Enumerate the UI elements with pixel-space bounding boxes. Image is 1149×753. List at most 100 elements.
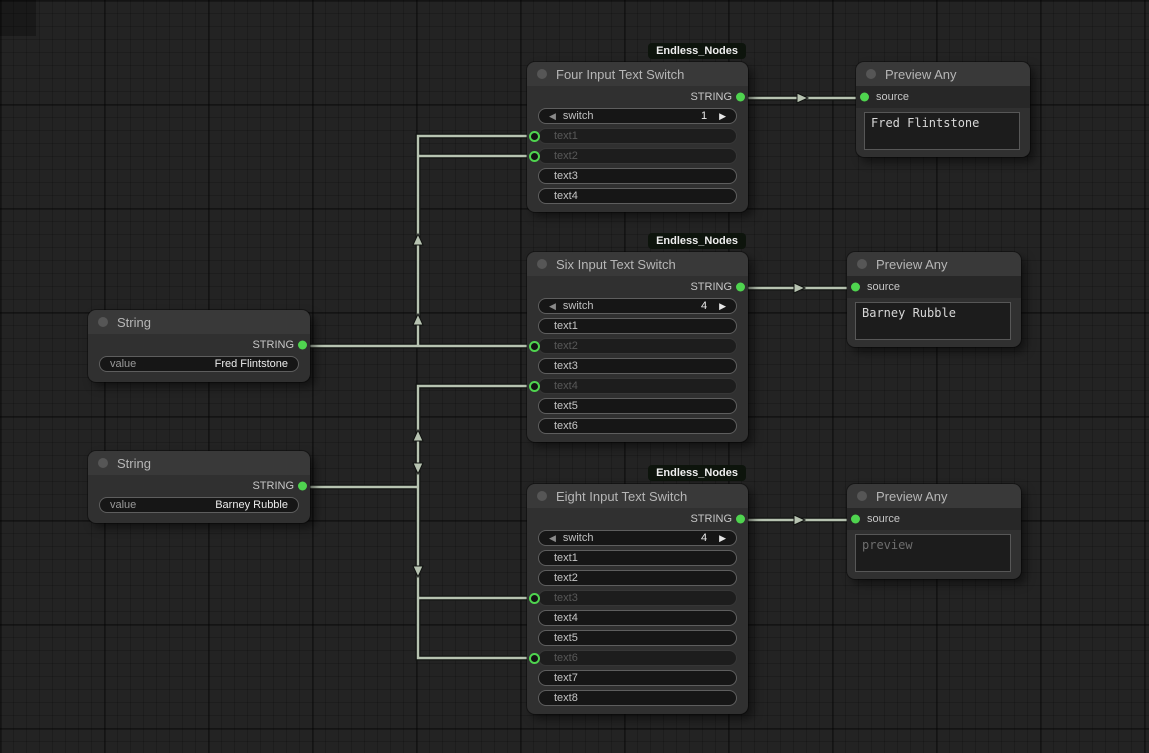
switch-widget[interactable]: ◀ switch 4 ▶	[538, 298, 737, 314]
node-title: Four Input Text Switch	[556, 66, 685, 82]
collapse-dot-icon[interactable]	[857, 259, 867, 269]
node-eight-input-text-switch[interactable]: Endless_Nodes Eight Input Text Switch ST…	[526, 465, 749, 715]
input-slot-dot-text1[interactable]	[529, 131, 540, 142]
input-text5[interactable]: text5	[538, 398, 737, 414]
collapse-dot-icon[interactable]	[98, 317, 108, 327]
collapse-dot-icon[interactable]	[537, 259, 547, 269]
input-text2[interactable]: text2	[538, 148, 737, 164]
input-text4[interactable]: text4	[538, 378, 737, 394]
node-preview-any-2[interactable]: Preview Any source Barney Rubble	[846, 251, 1022, 348]
node-category-badge: Endless_Nodes	[648, 233, 746, 249]
node-title-bar[interactable]: Preview Any	[847, 484, 1021, 508]
input-slot-dot-text2[interactable]	[529, 151, 540, 162]
node-preview-any-3[interactable]: Preview Any source preview	[846, 483, 1022, 580]
input-label: text1	[554, 552, 578, 564]
output-slot-dot[interactable]	[298, 340, 307, 350]
widget-value: Fred Flintstone	[214, 358, 288, 370]
wire-string1-to-four-text1	[416, 134, 534, 346]
node-title-bar[interactable]: String	[88, 310, 310, 334]
input-slot-label: source	[867, 281, 901, 293]
node-title-bar[interactable]: String	[88, 451, 310, 475]
output-slot-label: STRING	[252, 339, 294, 351]
input-text2[interactable]: text2	[538, 570, 737, 586]
input-slot-dot-text4[interactable]	[529, 381, 540, 392]
input-slot-dot-source[interactable]	[860, 92, 869, 102]
input-slot-dot-text3[interactable]	[529, 593, 540, 604]
input-text1[interactable]: text1	[538, 318, 737, 334]
input-label: text6	[554, 652, 578, 664]
node-category-badge: Endless_Nodes	[648, 43, 746, 59]
arrow-up-icon	[412, 428, 424, 442]
node-title-bar[interactable]: Preview Any	[856, 62, 1030, 86]
node-title-bar[interactable]: Four Input Text Switch	[527, 62, 748, 86]
collapse-dot-icon[interactable]	[537, 69, 547, 79]
input-slot-dot-text6[interactable]	[529, 653, 540, 664]
input-slot-dot-source[interactable]	[851, 282, 860, 292]
input-text4[interactable]: text4	[538, 610, 737, 626]
input-label: text2	[554, 340, 578, 352]
input-text8[interactable]: text8	[538, 690, 737, 706]
output-slot-dot[interactable]	[736, 282, 745, 292]
node-title-bar[interactable]: Preview Any	[847, 252, 1021, 276]
node-preview-any-1[interactable]: Preview Any source Fred Flintstone	[855, 61, 1031, 158]
input-text6[interactable]: text6	[538, 650, 737, 666]
decrement-arrow-icon[interactable]: ◀	[549, 110, 556, 121]
node-category-badge: Endless_Nodes	[648, 465, 746, 481]
arrow-right-icon	[793, 282, 807, 294]
collapse-dot-icon[interactable]	[537, 491, 547, 501]
node-six-input-text-switch[interactable]: Endless_Nodes Six Input Text Switch STRI…	[526, 233, 749, 443]
arrow-up-icon	[412, 312, 424, 326]
input-text1[interactable]: text1	[538, 128, 737, 144]
input-text4[interactable]: text4	[538, 188, 737, 204]
input-text1[interactable]: text1	[538, 550, 737, 566]
collapse-dot-icon[interactable]	[857, 491, 867, 501]
input-text2[interactable]: text2	[538, 338, 737, 354]
increment-arrow-icon[interactable]: ▶	[719, 300, 726, 311]
input-label: text3	[554, 592, 578, 604]
increment-arrow-icon[interactable]: ▶	[719, 110, 726, 121]
value-widget[interactable]: value Fred Flintstone	[99, 356, 299, 372]
input-slot-dot-text2[interactable]	[529, 341, 540, 352]
increment-arrow-icon[interactable]: ▶	[719, 532, 726, 543]
input-text3[interactable]: text3	[538, 590, 737, 606]
wires[interactable]	[305, 96, 864, 660]
switch-value: 1	[700, 110, 708, 122]
node-title-bar[interactable]: Eight Input Text Switch	[527, 484, 748, 508]
input-label: text8	[554, 692, 578, 704]
switch-label: switch	[562, 532, 594, 544]
node-string-2[interactable]: String STRING value Barney Rubble	[87, 450, 311, 524]
node-string-1[interactable]: String STRING value Fred Flintstone	[87, 309, 311, 383]
input-text3[interactable]: text3	[538, 358, 737, 374]
input-label: text6	[554, 420, 578, 432]
widget-label: value	[110, 499, 137, 511]
output-slot-dot[interactable]	[736, 514, 745, 524]
switch-widget[interactable]: ◀ switch 4 ▶	[538, 530, 737, 546]
switch-widget[interactable]: ◀ switch 1 ▶	[538, 108, 737, 124]
input-text5[interactable]: text5	[538, 630, 737, 646]
input-label: text2	[554, 150, 578, 162]
input-text6[interactable]: text6	[538, 418, 737, 434]
output-slot-label: STRING	[252, 480, 294, 492]
output-slot-dot[interactable]	[736, 92, 745, 102]
input-slot-dot-source[interactable]	[851, 514, 860, 524]
output-slot-label: STRING	[690, 513, 732, 525]
node-title-bar[interactable]: Six Input Text Switch	[527, 252, 748, 276]
input-label: text5	[554, 632, 578, 644]
value-widget[interactable]: value Barney Rubble	[99, 497, 299, 513]
output-slot-dot[interactable]	[298, 481, 307, 491]
input-text3[interactable]: text3	[538, 168, 737, 184]
node-title: Eight Input Text Switch	[556, 488, 688, 504]
arrow-up-icon	[412, 232, 424, 246]
decrement-arrow-icon[interactable]: ◀	[549, 532, 556, 543]
node-four-input-text-switch[interactable]: Endless_Nodes Four Input Text Switch STR…	[526, 43, 749, 213]
input-text7[interactable]: text7	[538, 670, 737, 686]
input-label: text3	[554, 170, 578, 182]
decrement-arrow-icon[interactable]: ◀	[549, 300, 556, 311]
preview-text-display: preview	[855, 534, 1011, 572]
wire-string2-to-six-text4	[416, 384, 534, 487]
collapse-dot-icon[interactable]	[98, 458, 108, 468]
collapse-dot-icon[interactable]	[866, 69, 876, 79]
input-label: text4	[554, 612, 578, 624]
